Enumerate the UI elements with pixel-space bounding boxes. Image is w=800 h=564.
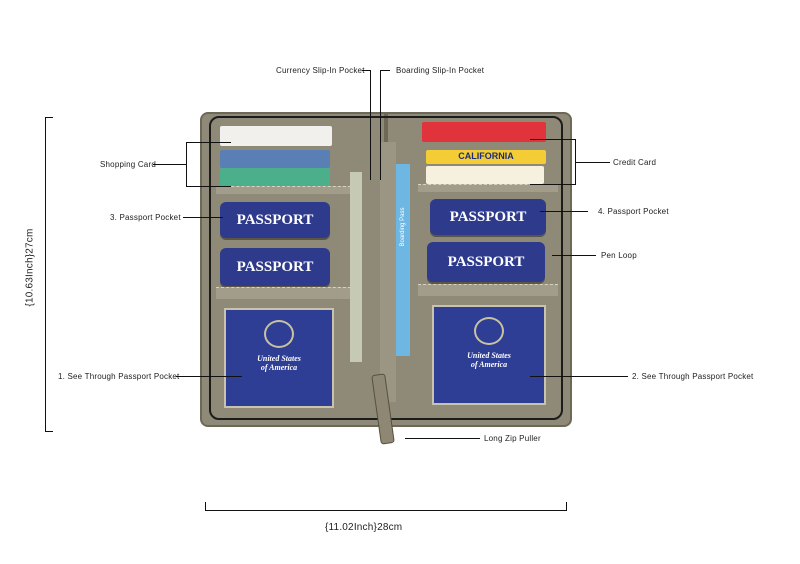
callout-line [380,70,390,71]
callout-line [370,70,371,180]
credit-card [426,166,544,184]
passport-pocket [418,284,558,296]
callout-line [575,162,610,163]
shopping-bracket [186,186,231,187]
shopping-card [220,150,330,168]
passport-cover: PASSPORT [220,248,330,286]
callout-line [552,255,596,256]
callout-line [380,70,381,180]
callout-line [176,376,242,377]
shopping-card [220,126,332,146]
credit-card [422,122,546,142]
passport-country: United States [467,351,511,360]
passport-country: United States [257,354,301,363]
label-shopping-card: Shopping Card [100,160,156,169]
label-passport-pocket-3: 3. Passport Pocket [110,213,181,222]
see-through-passport: United States of America [432,305,546,405]
callout-line [153,164,186,165]
shopping-bracket [186,142,187,187]
callout-line [405,438,480,439]
passport-cover: PASSPORT [427,242,545,282]
travel-wallet: PASSPORT PASSPORT United States of Ameri… [200,112,572,445]
width-dimension: {11.02Inch}28cm [325,522,403,533]
shopping-bracket [186,142,231,143]
credit-card: CALIFORNIA [426,150,546,164]
passport-cover: PASSPORT [430,199,546,235]
credit-bracket [530,139,575,140]
passport-country-line2: of America [470,360,508,369]
eagle-seal-icon [474,317,504,345]
credit-bracket [530,184,575,185]
passport-cover: PASSPORT [220,202,330,238]
boarding-pass: Boarding Pass [396,164,410,356]
label-currency-pocket: Currency Slip-In Pocket [276,66,365,75]
label-zip-puller: Long Zip Puller [484,434,541,443]
callout-line [540,211,588,212]
eagle-seal-icon [264,320,294,348]
label-passport-pocket-4: 4. Passport Pocket [598,207,669,216]
card-pocket [418,184,558,192]
passport-country-line2: of America [260,363,298,372]
label-see-through-2: 2. See Through Passport Pocket [632,372,754,381]
callout-line [183,217,223,218]
credit-bracket [575,139,576,185]
shopping-card [220,168,330,188]
see-through-passport: United States of America [224,308,334,408]
passport-pocket [216,287,351,299]
label-see-through-1: 1. See Through Passport Pocket [58,372,180,381]
height-dimension: {10.63Inch}27cm [24,228,36,307]
height-bracket [45,117,46,431]
boarding-pass-text: Boarding Pass [400,207,406,247]
card-pocket [216,186,351,194]
height-bracket-bottom [45,431,53,432]
height-bracket-top [45,117,53,118]
width-bracket-right [566,502,567,511]
center-fold [380,142,396,402]
width-bracket [205,510,567,511]
callout-line [362,70,370,71]
label-credit-card: Credit Card [613,158,657,167]
label-boarding-pocket: Boarding Slip-In Pocket [396,66,485,75]
label-pen-loop: Pen Loop [601,251,637,260]
currency-notes [350,172,362,362]
callout-line [530,376,628,377]
width-bracket-left [205,502,206,511]
